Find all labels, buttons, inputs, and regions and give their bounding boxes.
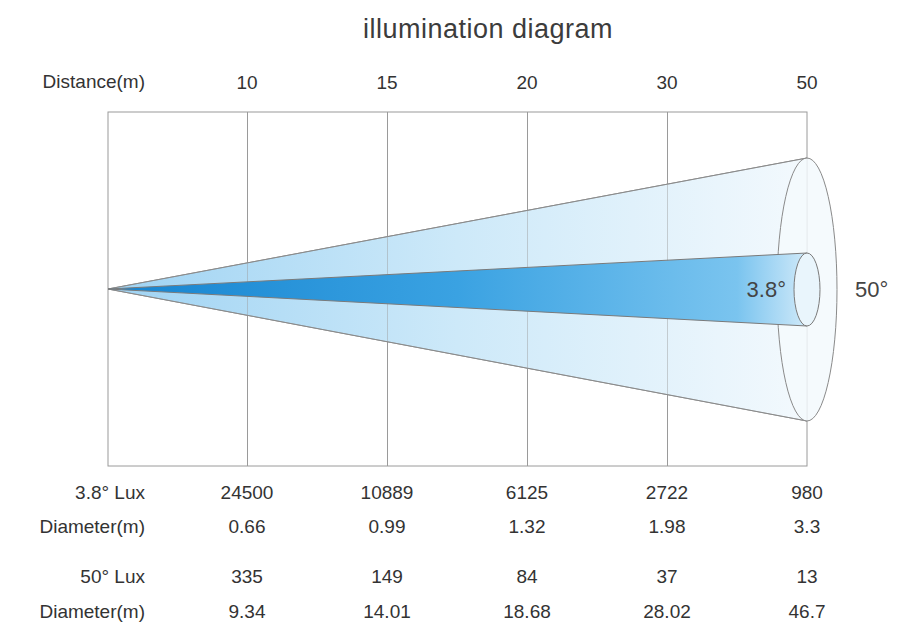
distance-value: 30 bbox=[656, 73, 677, 94]
lux-value: 13 bbox=[796, 567, 817, 588]
narrow-beam-end bbox=[794, 253, 820, 326]
lux-value: 335 bbox=[231, 567, 263, 588]
lux-value: 149 bbox=[371, 567, 403, 588]
distance-value: 10 bbox=[236, 73, 257, 94]
lux-value: 10889 bbox=[361, 483, 414, 504]
chart-frame bbox=[108, 112, 807, 466]
lux-value: 980 bbox=[791, 483, 823, 504]
lux-value: 24500 bbox=[221, 483, 274, 504]
diameter-value: 1.32 bbox=[509, 517, 546, 538]
beam-angle: 3.8° bbox=[747, 278, 786, 302]
diameter-value: 0.99 bbox=[369, 517, 406, 538]
wide-beam-cone bbox=[108, 158, 807, 421]
diameter-value: 0.66 bbox=[229, 517, 266, 538]
row-header: Diameter(m) bbox=[39, 517, 145, 538]
diameter-value: 18.68 bbox=[503, 602, 551, 623]
lux-value: 6125 bbox=[506, 483, 548, 504]
row-header: Diameter(m) bbox=[39, 602, 145, 623]
diameter-value: 1.98 bbox=[649, 517, 686, 538]
diameter-value: 9.34 bbox=[229, 602, 266, 623]
distance-value: 15 bbox=[376, 73, 397, 94]
diameter-value: 14.01 bbox=[363, 602, 411, 623]
row-header: 50° Lux bbox=[80, 567, 145, 588]
distance-value: 50 bbox=[796, 73, 817, 94]
diameter-value: 46.7 bbox=[789, 602, 826, 623]
lux-value: 84 bbox=[516, 567, 537, 588]
narrow-beam-cone bbox=[108, 253, 807, 326]
diameter-value: 28.02 bbox=[643, 602, 691, 623]
diameter-value: 3.3 bbox=[794, 517, 820, 538]
diagram-title: illumination diagram bbox=[363, 15, 613, 45]
wide-beam-overlay bbox=[108, 158, 807, 421]
lux-value: 2722 bbox=[646, 483, 688, 504]
row-header: 3.8° Lux bbox=[75, 483, 145, 504]
distance-value: 20 bbox=[516, 73, 537, 94]
beam-angle: 50° bbox=[855, 278, 888, 302]
lux-value: 37 bbox=[656, 567, 677, 588]
axis-title: Distance(m) bbox=[43, 72, 145, 93]
